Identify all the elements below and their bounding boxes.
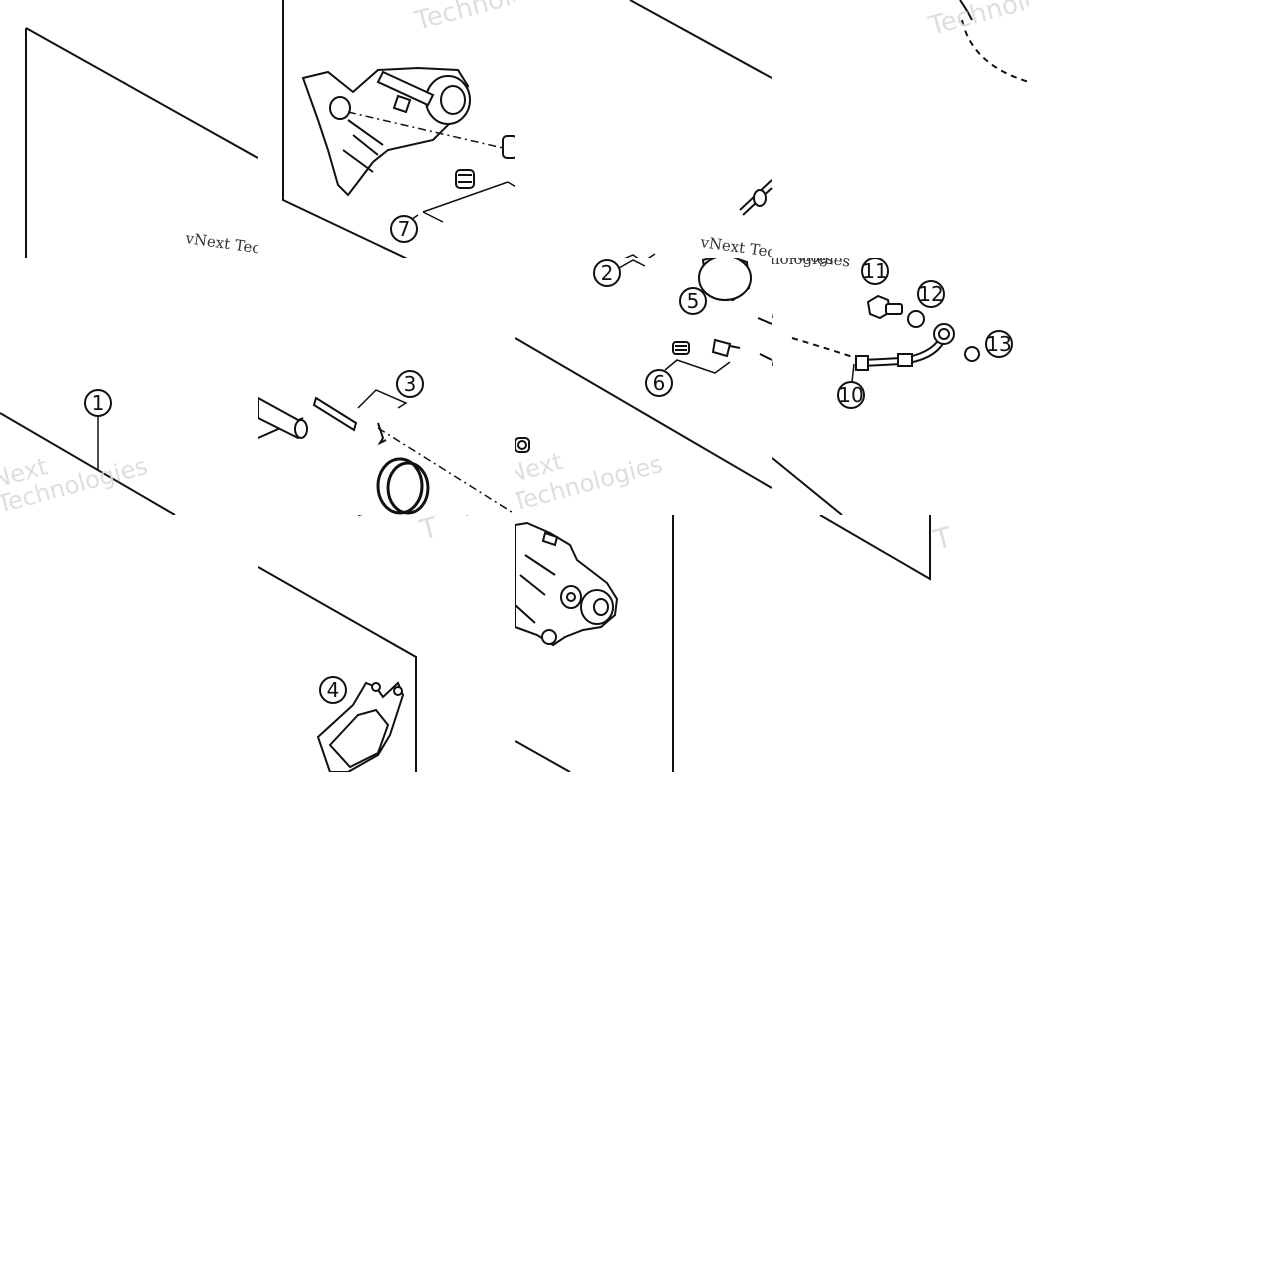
tile-r3c2: 4 T — [258, 515, 515, 772]
bleed-screw — [672, 338, 741, 358]
callout-3-label: 3 — [404, 372, 417, 396]
watermark-text: Technologies — [925, 0, 1029, 42]
caliper-bracket — [301, 66, 471, 197]
tile-r2c2: 3 — [258, 258, 515, 515]
callout-3-circle — [396, 370, 424, 398]
tile-r1c1: vNext Technologies — [0, 0, 258, 258]
slide-pin — [258, 396, 308, 440]
callout-4-circle — [319, 676, 347, 704]
tile-r2c3: 2 5 6 — [515, 258, 772, 515]
dust-boot — [515, 437, 530, 453]
callout-11-circle — [861, 258, 889, 285]
guide-pin — [312, 396, 358, 432]
callout-13-label: 13 — [986, 332, 1011, 356]
axis-line — [347, 111, 504, 149]
callout-12-label: 12 — [918, 282, 943, 306]
callout-6-label: 6 — [653, 371, 666, 395]
callout-2-circle — [593, 259, 621, 287]
panel-outline — [629, 0, 772, 79]
callout-7-label: 7 — [398, 217, 411, 241]
rotor-outline — [961, 19, 1029, 83]
callout-5-circle — [679, 287, 707, 315]
callout-6-leader — [664, 359, 731, 374]
callout-6-circle — [645, 369, 673, 397]
callout-13-circle — [985, 330, 1013, 358]
panel-outline — [819, 515, 931, 581]
hose-fitting — [739, 179, 772, 216]
banjo-bolt — [866, 294, 903, 320]
piston-seal — [376, 457, 430, 515]
bolt-cap — [455, 135, 515, 189]
panel-outline — [772, 457, 843, 515]
watermark-text: T — [929, 520, 956, 557]
piston — [698, 258, 752, 302]
callout-2-label: 2 — [601, 261, 614, 285]
watermark-text: vNext Tec — [698, 233, 772, 258]
watermark-text: T — [415, 515, 442, 547]
callout-1-label: 1 — [92, 391, 105, 415]
callout-3-leader — [357, 389, 408, 409]
axis-line — [377, 427, 515, 515]
washer — [964, 346, 980, 362]
callout-10-label: 10 — [838, 383, 863, 407]
callout-5-label: 5 — [687, 289, 700, 313]
tile-r2c4: vNext Technologies nologies 11 12 — [772, 258, 1029, 515]
hose-end — [757, 317, 772, 361]
callout-1-circle — [84, 389, 112, 417]
callout-7-circle — [390, 215, 418, 243]
panel-outline — [515, 337, 772, 489]
callout-4-label: 4 — [327, 678, 340, 702]
tile-r2c1: 1 Next Technologies — [0, 258, 258, 515]
panel-outline — [282, 0, 408, 258]
watermark-text: Technologies — [411, 0, 515, 37]
callout-10-circle — [837, 381, 865, 409]
watermark-text: nologies — [772, 258, 834, 268]
panel-outline — [258, 566, 417, 772]
tile-r3c4: T — [772, 515, 1029, 772]
tile-r3c3 — [515, 515, 772, 772]
callout-11-label: 11 — [862, 259, 887, 283]
tile-r1c4: Technologies — [772, 0, 1029, 258]
callout-12-circle — [917, 280, 945, 308]
washer — [907, 310, 925, 328]
caliper-body — [515, 521, 619, 647]
panel-outline — [0, 412, 176, 515]
brake-pad — [316, 681, 405, 772]
clip — [377, 422, 387, 446]
tile-r1c2: 7 Technologies — [258, 0, 515, 258]
brake-hose — [791, 323, 955, 371]
watermark-text: vNext Technologies — [183, 229, 258, 258]
tile-r1c3: vNext Tec — [515, 0, 772, 258]
panel-outline — [25, 27, 258, 258]
panel-outline — [515, 515, 674, 772]
